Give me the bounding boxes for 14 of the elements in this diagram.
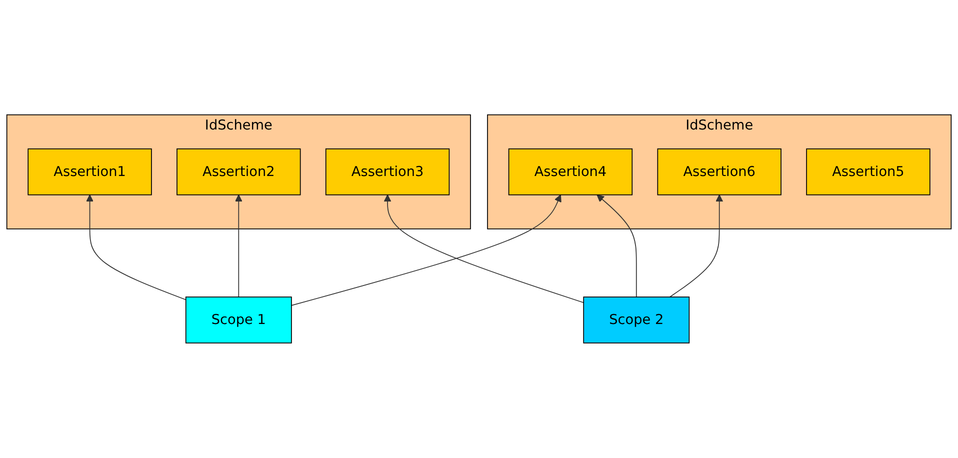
arrow	[234, 194, 242, 298]
arrow	[384, 194, 584, 304]
node-box: Scope 1	[185, 296, 292, 344]
node-box: Assertion5	[806, 148, 930, 196]
node-box: Assertion4	[508, 148, 633, 196]
node-box: Assertion1	[28, 148, 152, 196]
node-box: Assertion2	[176, 148, 301, 196]
arrow	[669, 194, 724, 298]
arrow	[291, 194, 562, 306]
node-box: Assertion3	[325, 148, 450, 196]
arrow	[86, 194, 186, 300]
node-box: Scope 2	[583, 296, 690, 344]
arrow	[596, 194, 637, 298]
node-box: Assertion6	[657, 148, 782, 196]
